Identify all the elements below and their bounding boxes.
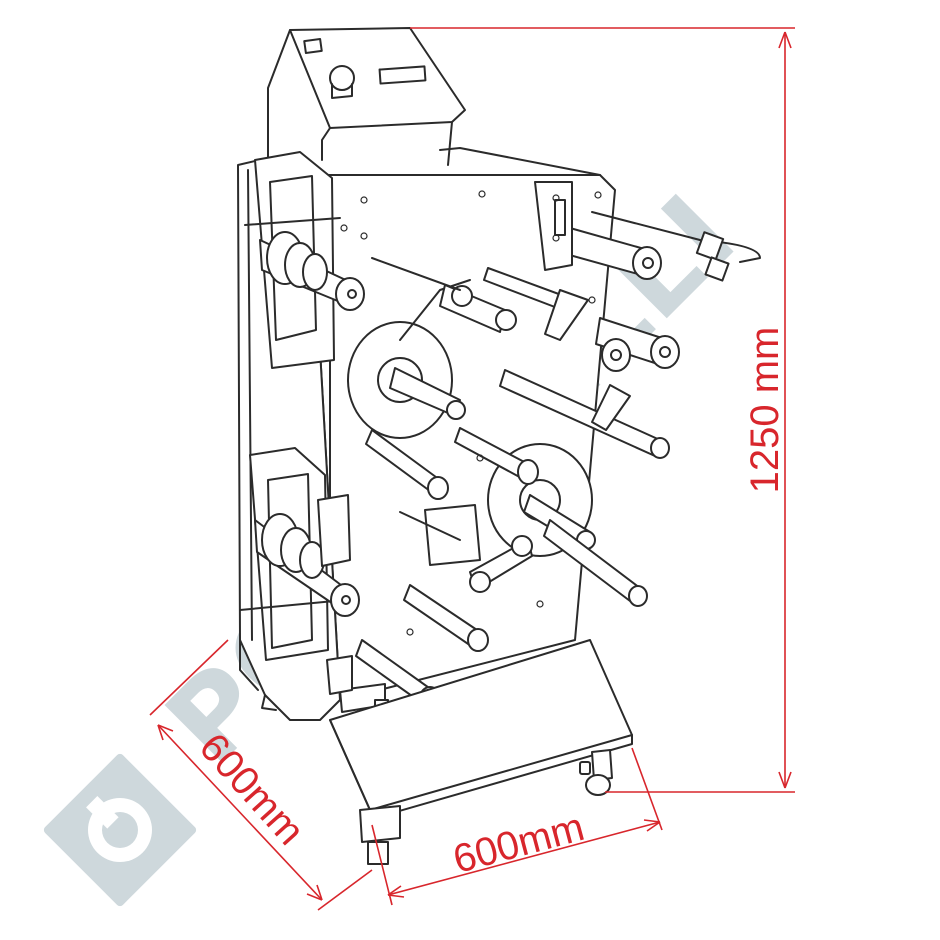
base — [329, 639, 633, 865]
rollers — [326, 181, 761, 721]
control-knob-icon — [329, 65, 355, 91]
power-switch-icon — [303, 37, 323, 55]
control-box — [267, 27, 466, 171]
upper-disc — [347, 279, 471, 439]
watermark-logo-icon — [43, 753, 197, 907]
height-dimension-label: 1250 mm — [743, 327, 787, 494]
bolts — [340, 190, 602, 636]
width-dimension-label: 600mm — [449, 805, 589, 882]
machine — [237, 27, 761, 865]
height-dimension: 1250 mm — [410, 27, 795, 793]
upper-clamp — [244, 151, 365, 369]
lower-clamp — [239, 447, 360, 661]
